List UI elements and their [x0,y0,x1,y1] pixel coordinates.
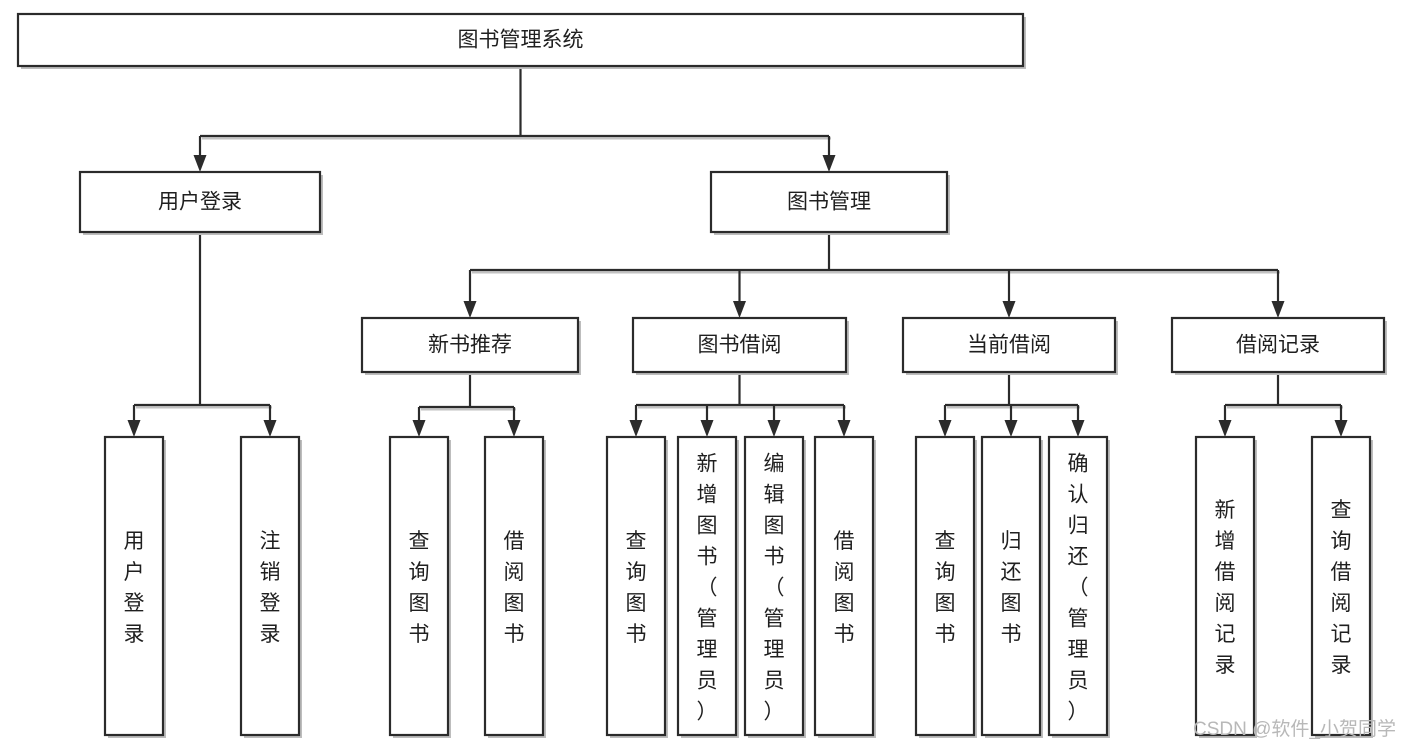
node-book-manage[interactable]: 图书管理 [709,170,950,235]
arrow-head [263,420,277,437]
node-leaf-query-book-3[interactable]: 查询图书 [914,435,977,738]
arrow-head [1002,301,1016,318]
node-box[interactable] [743,435,805,737]
node-box[interactable] [103,435,165,737]
arrow-head [463,301,477,318]
node-leaf-user-login[interactable]: 用户登录 [103,435,166,738]
node-leaf-query-record[interactable]: 查询借阅记录 [1310,435,1373,738]
node-leaf-logout[interactable]: 注销登录 [239,435,302,738]
node-leaf-query-book-2[interactable]: 查询图书 [605,435,668,738]
node-leaf-return-book[interactable]: 归还图书 [980,435,1043,738]
node-box[interactable] [483,435,545,737]
arrow-head [1004,420,1018,437]
node-label: 查询借阅记录 [1331,499,1352,677]
node-label: 新增图书（管理员） [697,453,718,724]
arrow-head [733,301,746,318]
node-box[interactable] [16,12,1025,68]
arrow-head [1218,420,1232,437]
node-box[interactable] [360,316,580,374]
node-label: 查询图书 [409,530,430,646]
node-box[interactable] [914,435,976,737]
arrow-head [822,155,836,172]
node-current-borrow[interactable]: 当前借阅 [901,316,1118,375]
node-leaf-add-book[interactable]: 新增图书（管理员） [676,435,739,738]
node-label: 图书管理 [787,191,871,214]
node-box[interactable] [388,435,450,737]
arrow-head [767,420,781,437]
node-root[interactable]: 图书管理系统 [16,12,1026,69]
node-label: 图书借阅 [698,334,782,357]
node-leaf-borrow-book-2[interactable]: 借阅图书 [813,435,876,738]
node-label: 借阅图书 [504,530,525,646]
node-label: 归还图书 [1001,530,1022,646]
csdn-watermark: CSDN @软件_小贺同学 [1193,718,1396,740]
node-leaf-add-record[interactable]: 新增借阅记录 [1194,435,1257,738]
node-box[interactable] [901,316,1117,374]
node-label: 新增借阅记录 [1215,499,1236,677]
node-leaf-confirm-return[interactable]: 确认归还（管理员） [1047,435,1110,738]
node-label: 查询图书 [935,530,956,646]
node-label: 当前借阅 [967,334,1051,357]
node-box[interactable] [78,170,322,234]
node-user-login[interactable]: 用户登录 [78,170,323,235]
node-box[interactable] [239,435,301,737]
node-book-borrow[interactable]: 图书借阅 [631,316,849,375]
node-layer: 图书管理系统用户登录图书管理新书推荐图书借阅当前借阅借阅记录用户登录注销登录查询… [16,12,1387,738]
node-label: 查询图书 [626,530,647,646]
node-label: 注销登录 [260,530,281,646]
node-label: 确认归还（管理员） [1068,453,1089,724]
node-label: 借阅记录 [1236,334,1320,357]
arrow-head [193,155,207,172]
node-label: 借阅图书 [834,530,855,646]
node-borrow-record[interactable]: 借阅记录 [1170,316,1387,375]
arrow-head [1334,420,1348,437]
arrow-head [837,420,851,437]
arrow-head [1071,420,1085,437]
node-label: 用户登录 [158,191,242,214]
arrow-head [127,420,141,437]
node-leaf-query-book-1[interactable]: 查询图书 [388,435,451,738]
node-new-book-rec[interactable]: 新书推荐 [360,316,581,375]
arrow-head [700,420,714,437]
node-box[interactable] [1194,435,1256,737]
arrow-head [412,420,426,437]
node-box[interactable] [980,435,1042,737]
arrow-head [629,420,643,437]
arrow-head [938,420,952,437]
arrow-head [1271,301,1285,318]
node-label: 编辑图书（管理员） [764,453,785,724]
node-box[interactable] [813,435,875,737]
node-label: 图书管理系统 [458,29,584,52]
node-box[interactable] [676,435,738,737]
connector-layer [127,66,1348,437]
node-box[interactable] [709,170,949,234]
node-leaf-borrow-book-1[interactable]: 借阅图书 [483,435,546,738]
node-leaf-edit-book[interactable]: 编辑图书（管理员） [743,435,806,738]
node-box[interactable] [631,316,848,374]
node-label: 用户登录 [124,530,145,646]
node-box[interactable] [1047,435,1109,737]
node-box[interactable] [1310,435,1372,737]
node-box[interactable] [1170,316,1386,374]
node-box[interactable] [605,435,667,737]
arrow-head [507,420,521,437]
node-label: 新书推荐 [428,334,512,357]
